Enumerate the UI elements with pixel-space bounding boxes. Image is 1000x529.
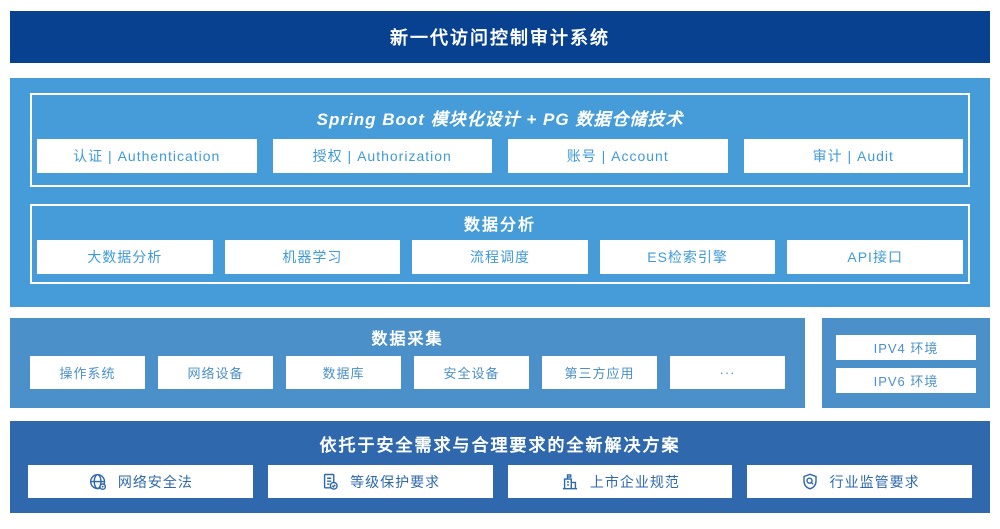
solution-row: 网络安全法 等级保护要求 [10,465,990,498]
module-audit: 审计 | Audit [743,139,963,173]
env-ipv4: IPV4 环境 [836,335,976,360]
solution-label: 网络安全法 [117,473,193,490]
collection-title: 数据采集 [371,331,444,348]
globe-icon [88,472,108,492]
system-title: 新一代访问控制审计系统 [390,28,610,48]
collection-source-row: 操作系统 网络设备 数据库 安全设备 第三方应用 ··· [10,356,805,389]
solution-industry-regulation: 行业监管要求 [747,465,972,498]
analysis-flow-scheduling: 流程调度 [412,240,588,274]
module-row: 认证 | Authentication 授权 | Authorization 账… [37,139,963,173]
source-operating-system: 操作系统 [30,356,145,389]
solution-label: 上市企业规范 [589,473,680,490]
analysis-big-data: 大数据分析 [37,240,213,274]
solution-label: 行业监管要求 [829,473,920,490]
data-analysis-box: 数据分析 大数据分析 机器学习 流程调度 ES检索引擎 API接口 [30,204,970,284]
platform-section: Spring Boot 模块化设计 + PG 数据仓储技术 认证 | Authe… [10,78,990,307]
system-title-banner: 新一代访问控制审计系统 [10,11,990,63]
source-more-ellipsis: ··· [670,356,785,389]
solution-classified-protection: 等级保护要求 [267,465,493,498]
module-authorization: 授权 | Authorization [272,139,492,173]
environment-panel: IPV4 环境 IPV6 环境 [822,318,990,408]
solution-network-security-law: 网络安全法 [28,465,253,498]
source-security-device: 安全设备 [414,356,529,389]
shield-search-icon [800,472,820,492]
module-authentication: 认证 | Authentication [37,139,257,173]
source-third-party-app: 第三方应用 [542,356,657,389]
solution-section: 依托于安全需求与合理要求的全新解决方案 网络安全法 [10,421,990,513]
module-account: 账号 | Account [508,139,728,173]
solution-title: 依托于安全需求与合理要求的全新解决方案 [319,435,681,455]
solution-listed-company: 上市企业规范 [507,465,733,498]
solution-label: 等级保护要求 [350,473,441,490]
building-icon [560,472,580,492]
data-analysis-title: 数据分析 [463,217,536,234]
source-database: 数据库 [286,356,401,389]
analysis-machine-learning: 机器学习 [224,240,401,274]
analysis-es-search: ES检索引擎 [599,240,776,274]
env-ipv6: IPV6 环境 [836,368,976,393]
analysis-row: 大数据分析 机器学习 流程调度 ES检索引擎 API接口 [37,240,963,274]
document-check-icon [320,472,340,492]
collection-main-panel: 数据采集 操作系统 网络设备 数据库 安全设备 第三方应用 ··· [10,318,805,408]
platform-architecture-title: Spring Boot 模块化设计 + PG 数据仓储技术 [316,109,684,129]
platform-architecture-box: Spring Boot 模块化设计 + PG 数据仓储技术 认证 | Authe… [30,93,970,187]
collection-section: 数据采集 操作系统 网络设备 数据库 安全设备 第三方应用 ··· IPV4 环… [10,318,990,408]
analysis-api: API接口 [787,240,963,274]
source-network-device: 网络设备 [158,356,273,389]
